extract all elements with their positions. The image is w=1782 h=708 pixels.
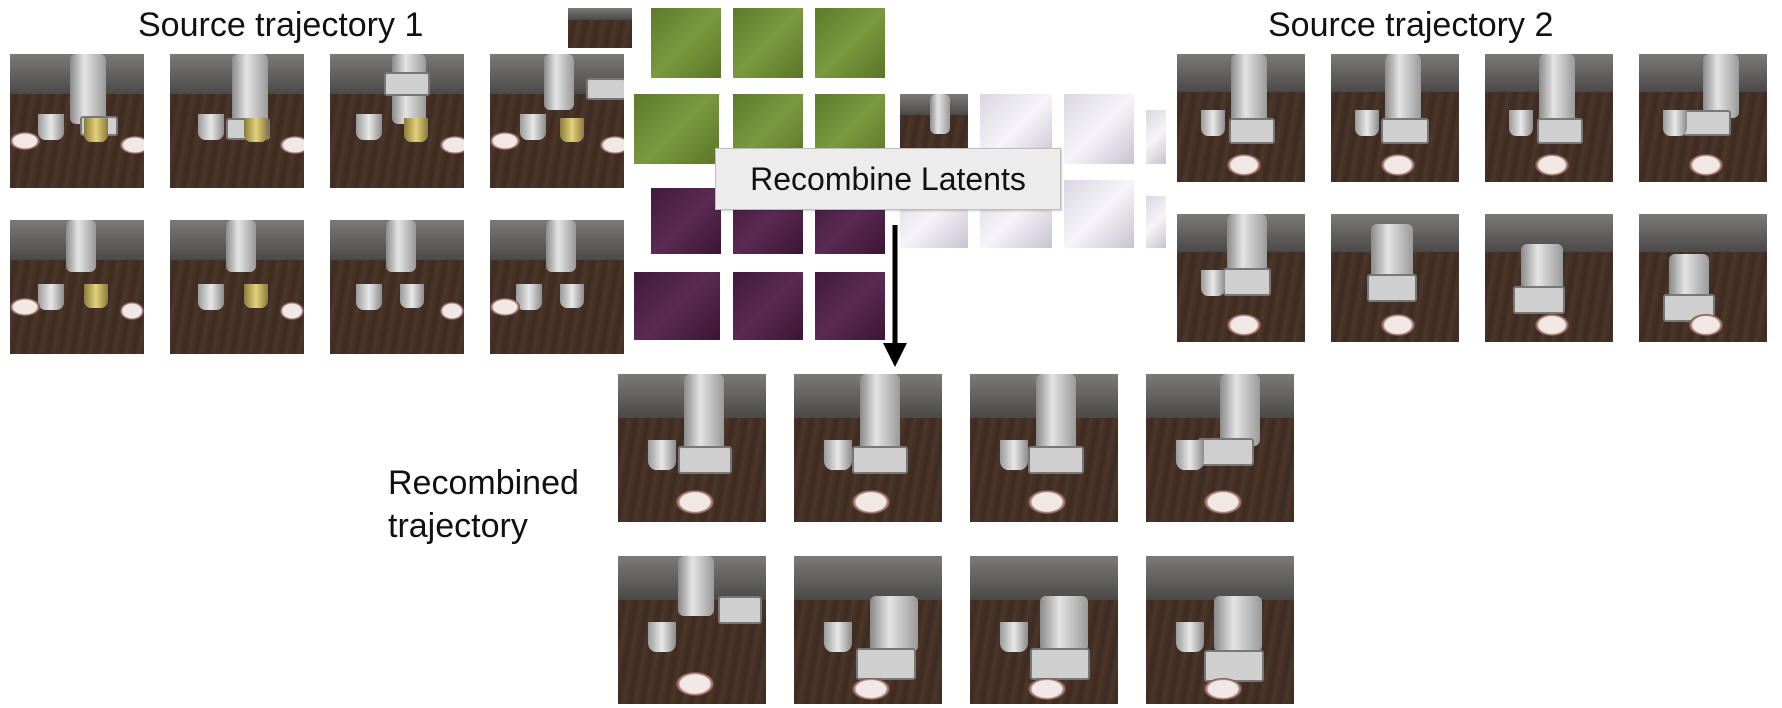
source-2-frame — [1177, 54, 1305, 182]
latent-green-tile — [651, 8, 721, 78]
latent-purple-tile — [634, 272, 720, 340]
source-2-frame — [1485, 214, 1613, 342]
latent-corner-frame — [568, 8, 632, 48]
latent-white-tile — [1146, 196, 1166, 248]
latent-white-tile — [1064, 180, 1134, 248]
source-2-frame — [1331, 54, 1459, 182]
recombined-frame — [970, 556, 1118, 704]
latent-purple-tile — [733, 272, 803, 340]
source-1-frame — [490, 220, 624, 354]
recombined-frame — [970, 374, 1118, 522]
latent-purple-tile — [815, 272, 885, 340]
source-trajectory-2-label: Source trajectory 2 — [1268, 6, 1554, 44]
source-1-frame — [330, 220, 464, 354]
source-2-frame — [1639, 214, 1767, 342]
latent-green-tile — [634, 94, 719, 164]
recombined-label-line2: trajectory — [388, 506, 528, 545]
latent-green-tile — [815, 8, 885, 78]
source-2-frame — [1639, 54, 1767, 182]
recombined-frame — [618, 374, 766, 522]
latent-purple-tile — [651, 188, 721, 254]
down-arrow-icon — [883, 225, 907, 367]
source-1-frame — [330, 54, 464, 188]
source-trajectory-1-label: Source trajectory 1 — [138, 6, 424, 44]
recombined-frame — [618, 556, 766, 704]
latent-white-tile — [1146, 110, 1166, 164]
source-2-frame — [1177, 214, 1305, 342]
source-1-frame — [170, 54, 304, 188]
source-1-frame — [490, 54, 624, 188]
recombined-trajectory-label: Recombined trajectory — [388, 462, 579, 547]
source-1-frame — [10, 220, 144, 354]
source-1-frame — [10, 54, 144, 188]
source-2-frame — [1485, 54, 1613, 182]
recombined-frame — [1146, 556, 1294, 704]
recombined-frame — [794, 374, 942, 522]
latent-white-tile — [1064, 94, 1134, 164]
source-2-frame — [1331, 214, 1459, 342]
recombined-frame — [794, 556, 942, 704]
recombine-latents-label: Recombine Latents — [715, 148, 1061, 210]
recombined-label-line1: Recombined — [388, 464, 579, 502]
recombined-frame — [1146, 374, 1294, 522]
latent-green-tile — [733, 8, 803, 78]
source-1-frame — [170, 220, 304, 354]
